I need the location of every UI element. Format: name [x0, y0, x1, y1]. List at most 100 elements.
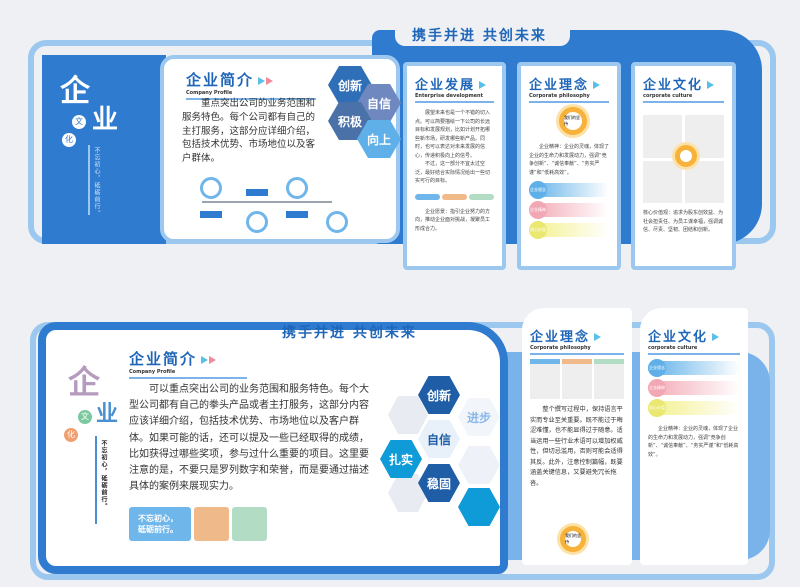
arrow-icon — [712, 333, 720, 341]
underline — [129, 377, 247, 379]
panel-subtitle: Enterprise development — [415, 93, 483, 99]
tag-pill — [415, 193, 440, 200]
color-tag — [194, 507, 229, 541]
logo-char: 业 — [96, 402, 119, 427]
panel-title-text: 企业理念 — [529, 78, 590, 93]
panel-subtitle: corporate culture — [648, 345, 698, 351]
panel-title: 企业理念 — [529, 74, 609, 93]
value-bar: 企业理念 — [648, 359, 740, 377]
arrow-icon — [201, 356, 209, 364]
hex-value: 稳固 — [418, 464, 460, 502]
logo-char: 化 — [64, 428, 78, 442]
value-bar: 核心价值 — [529, 221, 609, 239]
bar-label: 核心价值 — [648, 399, 666, 417]
vertical-motto: 不忘初心，砥砺前行。 — [100, 440, 107, 510]
value-bar: 核心价值 — [648, 399, 740, 417]
timeline-label — [286, 211, 308, 218]
motto-tag: 不忘初心，砥砺前行。 — [129, 507, 191, 541]
arrow-icon — [593, 81, 601, 89]
panel-text: 企业精神：企业的灵魂，体现了企业的生命力和发展动力，强调“竞争创新”、“诚信奉献… — [529, 144, 610, 176]
timeline-node — [286, 177, 308, 199]
panel-title: 企业理念 — [530, 326, 624, 345]
arrow-icon — [266, 77, 274, 85]
logo-char: 文 — [72, 115, 86, 129]
underline — [648, 353, 740, 355]
photo-grid — [643, 115, 724, 203]
panel-enterprise-development: 企业发展 Enterprise development 展望未来也是一个不错的切… — [403, 62, 506, 270]
panel-corporate-philosophy-bottom: 企业理念 Corporate philosophy 整个撰写过程中，保持语言平实… — [522, 308, 632, 565]
arrow-icon — [707, 81, 715, 89]
panel-text: 企业精神：企业的灵魂，体现了企业的生命力和发展动力，强调“竞争创新”、“诚信奉献… — [648, 426, 739, 458]
panel-title: 企业文化 — [648, 326, 740, 345]
top-slogan: 携手并进 共创未来 — [412, 28, 547, 44]
slogan-tab — [395, 24, 570, 46]
color-tag — [232, 507, 267, 541]
panel-title-text: 企业发展 — [415, 78, 476, 93]
bar-label: 核心价值 — [529, 221, 547, 239]
photo-row — [530, 359, 624, 399]
hex-value: 向上 — [357, 120, 401, 158]
divider — [95, 436, 97, 524]
hex-value: 创新 — [418, 376, 460, 414]
panel-text: 企业愿景：指引企业努力的方向，推动企业面对挑战，凝聚员工形成合力。 — [415, 208, 491, 232]
divider — [88, 145, 90, 215]
hex-blank — [458, 446, 500, 484]
panel-text: 核心价值观：追求为股东创效益、为社会担责任、为员工谋幸福，强调诚信、尽责、坚韧、… — [643, 210, 724, 233]
top-left-panel: 企 业 文 化 不忘初心，砥砺前行。 — [42, 55, 166, 244]
profile-title: 企业简介 — [129, 348, 247, 369]
panel-corporate-culture-bottom: 企业文化 corporate culture 企业理念 企业精神 核心价值 企业… — [640, 308, 748, 565]
center-orb — [675, 145, 697, 167]
underline — [415, 101, 494, 103]
panel-title-text: 企业文化 — [648, 330, 709, 345]
timeline-node — [246, 211, 268, 233]
panel-text: 展望未来也是一个不错的切入点。可以简要描绘一下公司的长远目标和发展规划，比如计划… — [415, 110, 491, 159]
value-bar: 企业精神 — [648, 379, 740, 397]
panel-text: 不过，这一部分不宜太过空泛，最好结合实际情况给出一些切实可行的目标。 — [415, 161, 491, 184]
bottom-slogan: 携手并进 共创未来 — [282, 325, 417, 341]
panel-corporate-culture: 企业文化 corporate culture 核心价值观：追求为股东创效益、为社… — [631, 62, 736, 270]
profile-text: 重点突出公司的业务范围和服务特色。每个公司都有自己的主打服务，这部分应详细介绍，… — [182, 98, 316, 165]
hex-value: 扎实 — [380, 440, 422, 478]
underline — [529, 101, 609, 103]
logo-char: 化 — [62, 133, 76, 147]
top-profile-card: 企业简介 Company Profile 重点突出公司的业务范围和服务特色。每个… — [160, 55, 400, 243]
timeline-label — [246, 189, 268, 196]
timeline-node — [326, 211, 348, 233]
arrow-icon — [209, 356, 217, 364]
panel-subtitle: Corporate philosophy — [530, 345, 591, 351]
hex-value: 进步 — [458, 398, 500, 436]
logo-char: 企 — [68, 363, 101, 401]
tag-pill — [442, 193, 467, 200]
panel-title: 企业发展 — [415, 74, 494, 93]
bar-label: 企业理念 — [529, 181, 547, 199]
profile-text: 可以重点突出公司的业务范围和服务特色。每个大型公司都有自己的拳头产品或者主打服务… — [129, 384, 369, 493]
vertical-motto: 不忘初心，砥砺前行。 — [93, 147, 100, 217]
value-bar: 企业精神 — [529, 201, 609, 219]
tag-pill — [469, 193, 494, 200]
logo-char: 业 — [92, 105, 119, 135]
center-orb: 我们的坚持 — [559, 107, 587, 135]
panel-text: 整个撰写过程中，保持语言平实而专业至关重要。既不能过于晦涩难懂，也不能显得过于随… — [530, 406, 623, 487]
logo-char: 企 — [60, 74, 90, 109]
center-orb: 我们的坚持 — [560, 526, 586, 552]
value-bar: 企业理念 — [529, 181, 609, 199]
profile-title: 企业简介 — [186, 69, 316, 90]
profile-title-text: 企业简介 — [129, 350, 198, 368]
arrow-icon — [479, 81, 487, 89]
profile-subtitle: Company Profile — [186, 90, 233, 96]
underline — [643, 101, 724, 103]
profile-title-text: 企业简介 — [186, 71, 255, 89]
panel-title: 企业文化 — [643, 74, 724, 93]
panel-subtitle: Corporate philosophy — [529, 93, 590, 99]
hex-value: 积极 — [328, 102, 372, 140]
bar-label: 企业精神 — [529, 201, 547, 219]
timeline-label — [200, 211, 222, 218]
bar-label: 企业精神 — [648, 379, 666, 397]
panel-corporate-philosophy: 企业理念 Corporate philosophy 我们的坚持 企业精神：企业的… — [517, 62, 621, 270]
underline — [186, 98, 316, 100]
profile-subtitle: Company Profile — [129, 369, 176, 375]
logo-char: 文 — [78, 410, 92, 424]
arrow-icon — [258, 77, 266, 85]
arrow-icon — [594, 333, 602, 341]
panel-title-text: 企业文化 — [643, 78, 704, 93]
